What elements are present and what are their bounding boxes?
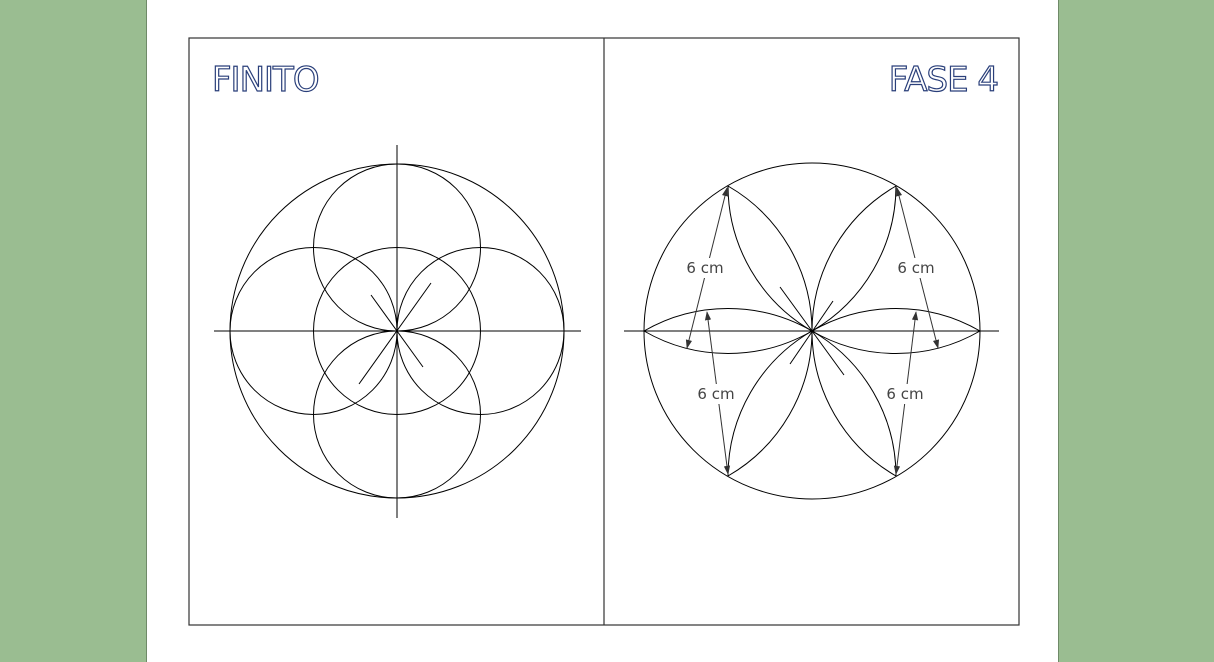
petal-lower-right: [811, 330, 897, 477]
petal-right: [811, 308, 982, 354]
label-backing: [685, 258, 725, 278]
title-fase-4: FASE 4: [889, 60, 998, 100]
label-backing: [696, 384, 736, 404]
label-backing: [896, 258, 936, 278]
title-finito: FINITO: [212, 60, 319, 100]
dimension-label-lower-left: 6 cm: [697, 385, 734, 403]
dimension-label-upper-right: 6 cm: [897, 259, 934, 277]
construction-drawing: FINITO FASE 4: [188, 37, 1020, 626]
fase-4-figure: [624, 162, 999, 500]
finito-figure: [214, 145, 581, 518]
dimension-label-upper-left: 6 cm: [686, 259, 723, 277]
label-backing: [885, 384, 925, 404]
dimension-label-lower-right: 6 cm: [886, 385, 923, 403]
diagonal-line: [358, 282, 432, 385]
drawing-sheet: FINITO FASE 4: [146, 0, 1059, 662]
